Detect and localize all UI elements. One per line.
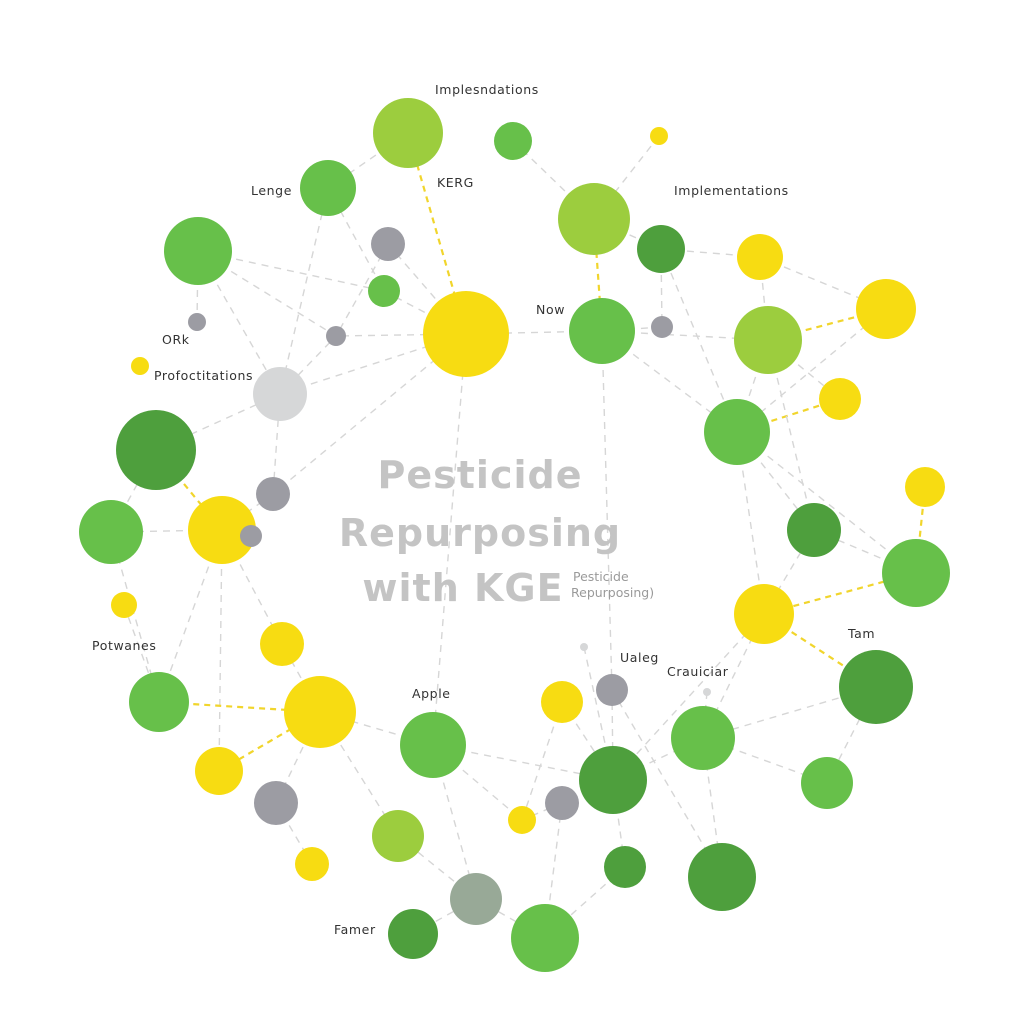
node-yellow-n32[interactable] [260,622,304,666]
title-line-2: Repurposing [339,511,621,555]
node-green-n44[interactable] [801,757,853,809]
edge-n38-n42 [218,711,321,772]
node-yellow-n38[interactable] [284,676,356,748]
node-gray-n16[interactable] [188,313,206,331]
node-dark-green-n34[interactable] [839,650,913,724]
subtitle-line-1: Pesticide [573,569,629,584]
node-yellow-n12[interactable] [423,291,509,377]
edge-n3-n8 [593,135,660,220]
node-gray-n46[interactable] [545,786,579,820]
node-gray-n14[interactable] [651,316,673,338]
node-green-n5[interactable] [164,217,232,285]
node-yellow-n10[interactable] [737,234,783,280]
node-green-n13[interactable] [569,298,635,364]
edge-n12-n13 [465,330,603,335]
node-yellow-n49[interactable] [295,847,329,881]
node-green-n21[interactable] [704,399,770,465]
node-green-n40[interactable] [400,712,466,778]
node-layer [79,98,950,972]
node-green-n26[interactable] [79,500,143,564]
label-potwanes: Potwanes [92,638,156,653]
node-dark-green-n9[interactable] [637,225,685,273]
node-gray-n6[interactable] [371,227,405,261]
edge-n6-n12 [387,243,467,335]
node-yellow-n31[interactable] [734,584,794,644]
title-line-3: with KGE [362,566,563,610]
node-yellow-n3[interactable] [650,127,668,145]
node-light-gray-n33[interactable] [580,643,588,651]
node-gray-n24[interactable] [256,477,290,511]
node-green-n41[interactable] [671,706,735,770]
label-famer: Famer [334,922,376,937]
edge-n31-n41 [702,613,765,739]
node-yellow-n30[interactable] [111,592,137,618]
node-lime-n8[interactable] [558,183,630,255]
node-dark-green-n51[interactable] [688,843,756,911]
node-gray-n28[interactable] [240,525,262,547]
node-yellow-n39[interactable] [541,681,583,723]
label-now: Now [536,302,565,317]
edge-n27-n42 [218,529,223,772]
edge-n12-n40 [432,333,467,746]
label-tam: Tam [847,626,875,641]
edge-n41-n51 [702,737,723,878]
node-sage-n52[interactable] [450,873,502,925]
node-green-n2[interactable] [494,122,532,160]
node-dark-green-n25[interactable] [787,503,841,557]
label-crauiciar: Crauiciar [667,664,729,679]
node-light-gray-n36[interactable] [703,688,711,696]
edge-n12-n17 [335,333,467,337]
subtitle-line-2: Repurposing) [571,585,654,600]
node-yellow-n20[interactable] [819,378,861,420]
node-lime-n48[interactable] [372,810,424,862]
node-green-n29[interactable] [882,539,950,607]
label-lenge: Lenge [251,183,292,198]
title-line-1: Pesticide [378,453,583,497]
edge-n30-n37 [123,604,160,703]
node-labels: Implesndations KERG Lenge Implementation… [92,82,875,937]
node-gray-n35[interactable] [596,674,628,706]
node-green-n37[interactable] [129,672,189,732]
label-ork: ORk [162,332,190,347]
label-implesndations: Implesndations [435,82,539,97]
node-green-n54[interactable] [511,904,579,972]
edge-n6-n17 [335,243,389,337]
node-gray-n17[interactable] [326,326,346,346]
node-gray-n45[interactable] [254,781,298,825]
node-green-n7[interactable] [368,275,400,307]
label-ualeg: Ualeg [620,650,659,665]
edge-n35-n51 [611,689,723,878]
label-apple: Apple [412,686,451,701]
node-yellow-n27[interactable] [188,496,256,564]
node-green-n4[interactable] [300,160,356,216]
center-title: Pesticide Repurposing with KGE Pesticide… [339,453,654,610]
label-profectitations: Profoctitations [154,368,253,383]
edge-n13-n35 [601,330,613,691]
edge-n33-n43 [583,646,614,781]
node-lime-n1[interactable] [373,98,443,168]
node-yellow-n18[interactable] [131,357,149,375]
node-yellow-n23[interactable] [905,467,945,507]
node-dark-green-n50[interactable] [604,846,646,888]
node-yellow-n42[interactable] [195,747,243,795]
node-dark-green-n53[interactable] [388,909,438,959]
node-dark-green-n43[interactable] [579,746,647,814]
edge-n4-n19 [279,187,329,395]
edge-n31-n43 [612,613,765,781]
label-kerg: KERG [437,175,474,190]
node-lime-n15[interactable] [734,306,802,374]
edge-n46-n54 [544,802,563,939]
node-yellow-n47[interactable] [508,806,536,834]
edge-n10-n11 [759,256,887,310]
node-yellow-n11[interactable] [856,279,916,339]
edge-n19-n22 [155,393,281,451]
node-dark-green-n22[interactable] [116,410,196,490]
node-light-gray-n19[interactable] [253,367,307,421]
label-implementations: Implementations [674,183,789,198]
